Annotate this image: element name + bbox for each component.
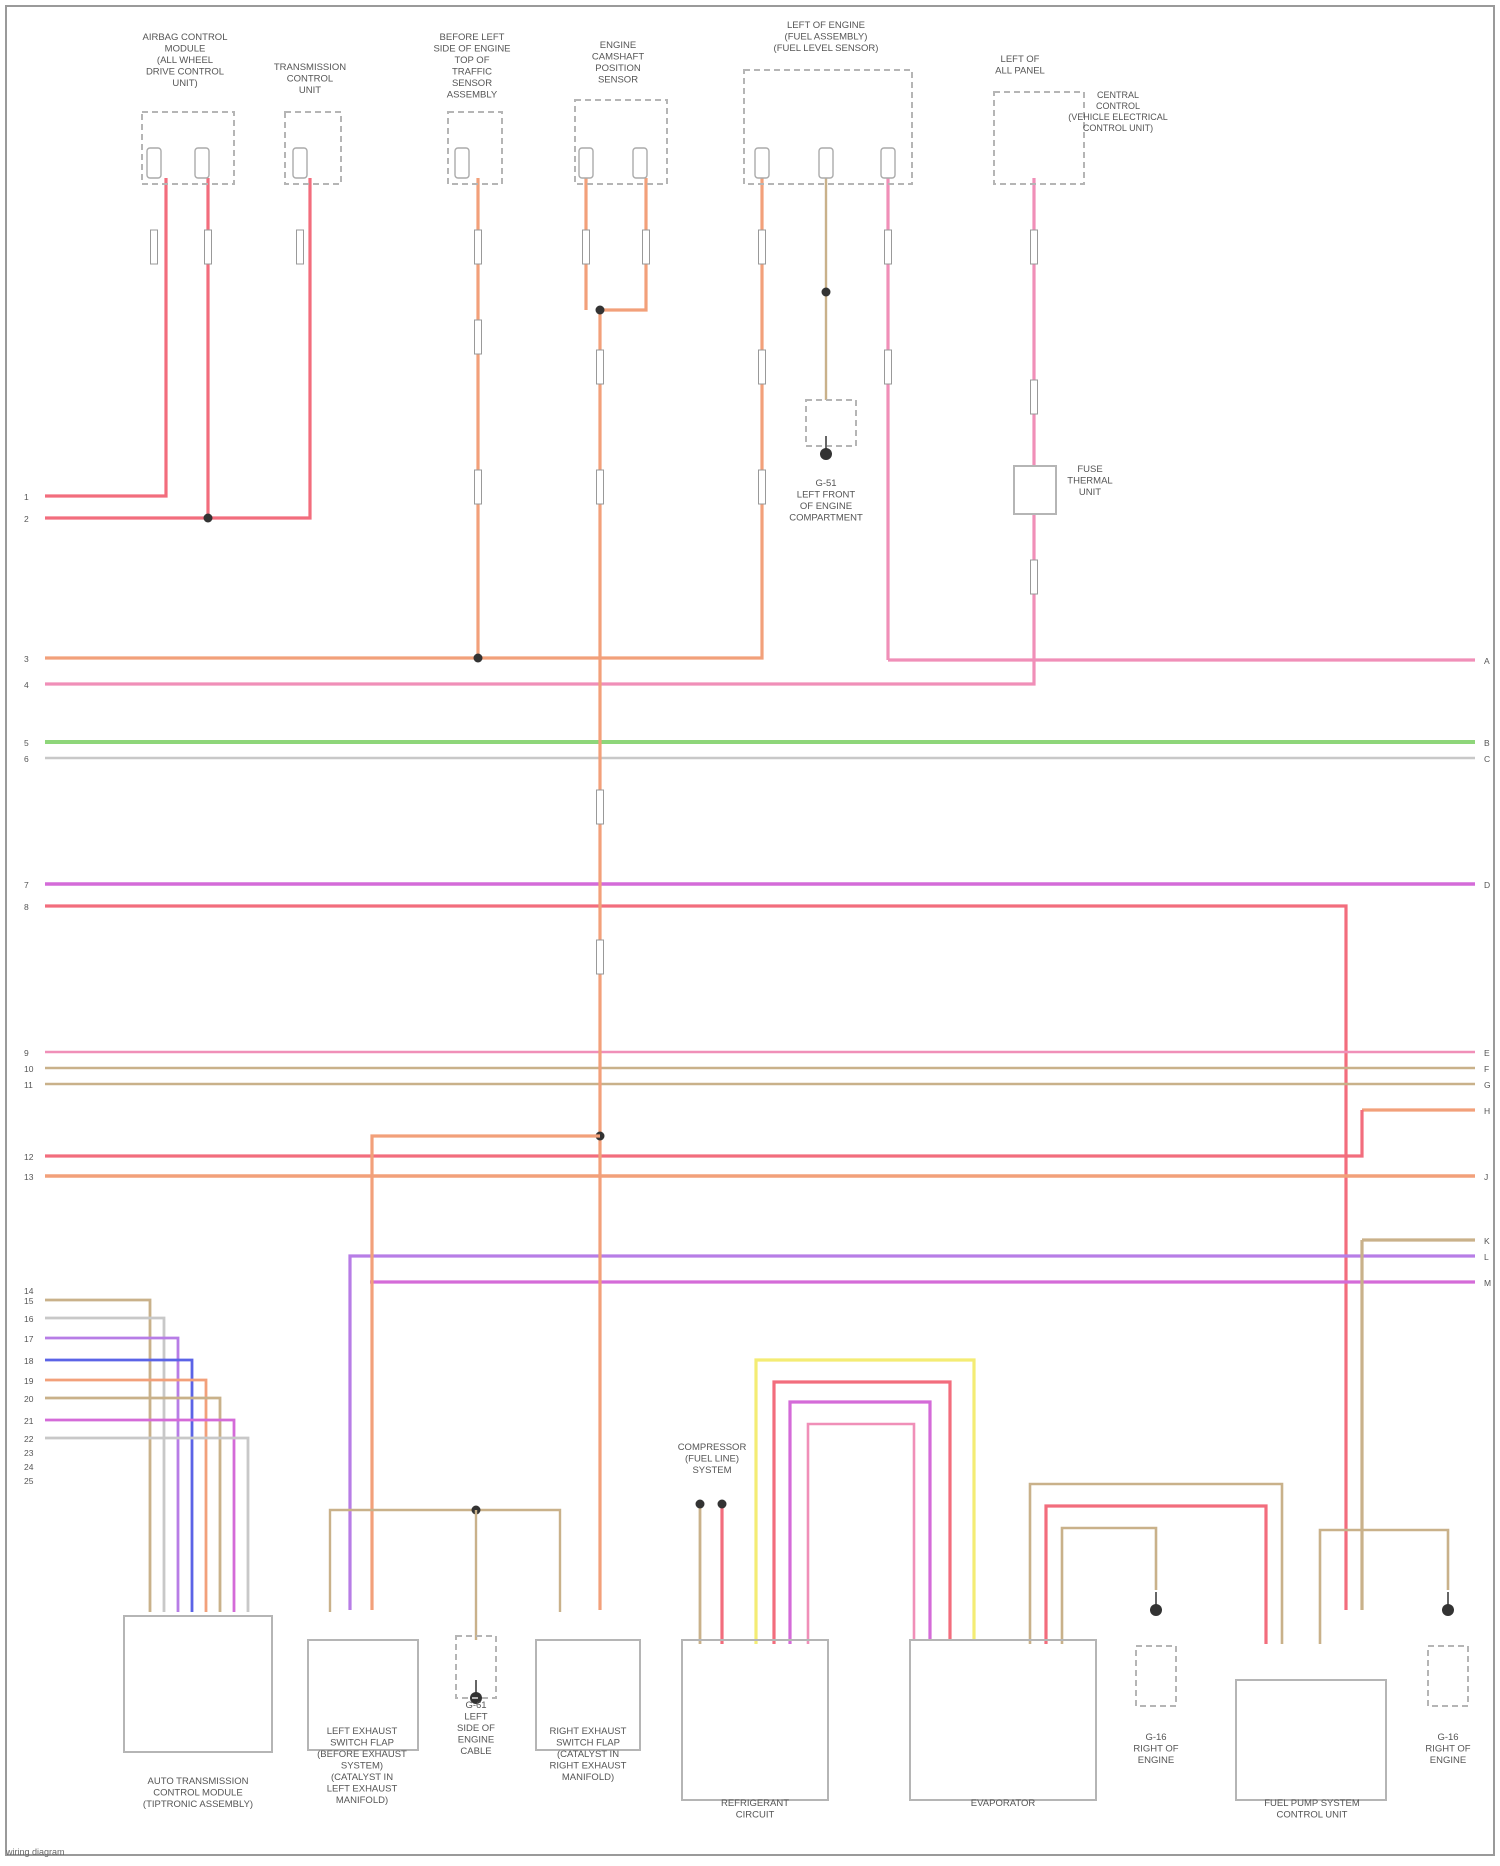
left-pin-22: 22 [24,1434,34,1444]
left-pin-11: 11 [24,1080,33,1090]
left-pin-7: 7 [24,880,29,890]
wire-tag-3 [297,230,304,264]
left-pin-8: 8 [24,902,29,912]
wire-tag-19 [597,790,604,824]
left-pin-1: 1 [24,492,29,502]
left-pin-10: 10 [24,1064,34,1074]
left-pin-2: 2 [24,514,29,524]
connector-top-2 [195,148,209,178]
right-pin-C: C [1484,754,1490,764]
right-pin-D: D [1484,880,1490,890]
left-pin-6: 6 [24,754,29,764]
right-pin-H: H [1484,1106,1490,1116]
footer-note: wiring diagram [6,1847,65,1857]
splice-pin2 [204,514,213,523]
wire-tag-9 [1031,230,1038,264]
wire-tag-7 [759,230,766,264]
connector-top-5 [579,148,593,178]
wire-tag-11 [597,350,604,384]
component-label-b7: EVAPORATOR [971,1798,1036,1809]
component-label-c5: LEFT OF ENGINE(FUEL ASSEMBLY)(FUEL LEVEL… [774,20,879,54]
splice-c5 [822,288,831,297]
wire-tag-1 [151,230,158,264]
right-pin-A: A [1484,656,1490,666]
ground-g1 [820,448,832,460]
splice-b5-b [718,1500,727,1509]
ground-b8 [1150,1604,1162,1616]
connector-top-6 [633,148,647,178]
left-pin-23: 23 [24,1448,34,1458]
splice-pin3 [474,654,483,663]
wire-tag-4 [475,230,482,264]
ground-b10 [1442,1604,1454,1616]
wire-tag-14 [1031,380,1038,414]
left-pin-3: 3 [24,654,29,664]
wire-tag-15 [475,470,482,504]
right-pin-E: E [1484,1048,1490,1058]
left-pin-25: 25 [24,1476,34,1486]
wire-tag-12 [759,350,766,384]
right-pin-K: K [1484,1236,1490,1246]
connector-top-7 [755,148,769,178]
wire-tag-5 [583,230,590,264]
wire-tag-16 [597,470,604,504]
right-pin-J: J [1484,1172,1488,1182]
wire-tag-13 [885,350,892,384]
wire-tag-10 [475,320,482,354]
left-pin-21: 21 [24,1416,34,1426]
component-label-b1: AUTO TRANSMISSIONCONTROL MODULE(TIPTRONI… [143,1776,253,1810]
splice-b5-a [696,1500,705,1509]
left-pin-13: 13 [24,1172,34,1182]
left-pin-16: 16 [24,1314,34,1324]
wire-tag-20 [597,940,604,974]
connector-top-1 [147,148,161,178]
left-pin-20: 20 [24,1394,34,1404]
wire-tag-17 [759,470,766,504]
left-pin-4: 4 [24,680,29,690]
right-pin-M: M [1484,1278,1491,1288]
wire-tag-2 [205,230,212,264]
connector-top-8 [819,148,833,178]
left-pin-15: 15 [24,1296,34,1306]
sheet-border [6,6,1494,1855]
left-pin-17: 17 [24,1334,34,1344]
wire-tag-6 [643,230,650,264]
right-pin-F: F [1484,1064,1489,1074]
left-pin-9: 9 [24,1048,29,1058]
left-pin-19: 19 [24,1376,34,1386]
right-pin-B: B [1484,738,1490,748]
wire-tag-18 [1031,560,1038,594]
left-pin-5: 5 [24,738,29,748]
left-pin-24: 24 [24,1462,34,1472]
right-pin-G: G [1484,1080,1491,1090]
left-pin-12: 12 [24,1152,34,1162]
left-pin-18: 18 [24,1356,34,1366]
connector-top-4 [455,148,469,178]
connector-top-3 [293,148,307,178]
right-pin-L: L [1484,1252,1489,1262]
connector-top-9 [881,148,895,178]
wire-tag-8 [885,230,892,264]
left-pin-14: 14 [24,1286,34,1296]
splice-c4 [596,306,605,315]
